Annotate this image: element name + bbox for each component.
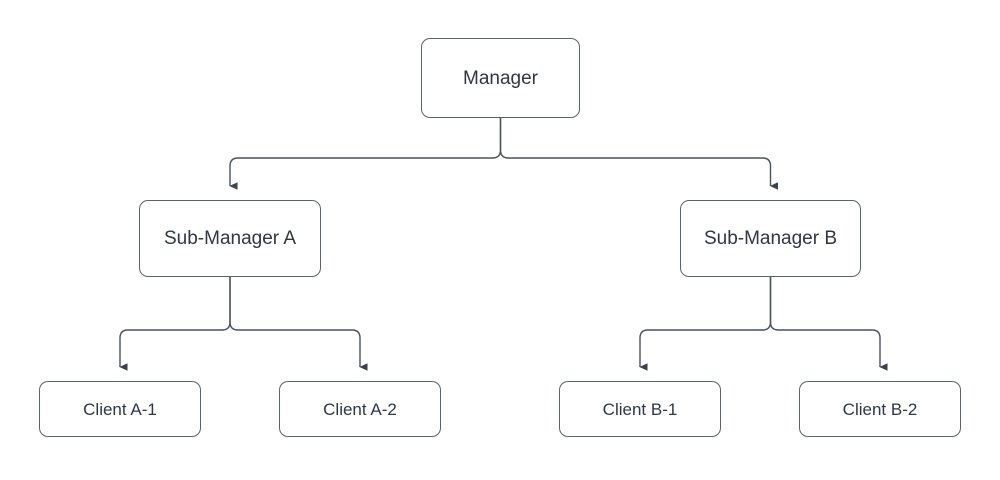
node-client-a2-label: Client A-2 <box>323 399 397 419</box>
node-client-a1[interactable]: Client A-1 <box>39 381 201 437</box>
edge-sub-a-to-client-a1 <box>119 277 231 371</box>
edge-manager-to-sub-a <box>229 118 502 190</box>
node-client-b1-label: Client B-1 <box>602 399 678 419</box>
node-client-b2[interactable]: Client B-2 <box>799 381 961 437</box>
node-sub-manager-b-label: Sub-Manager B <box>703 228 838 249</box>
node-client-b2-label: Client B-2 <box>842 399 918 419</box>
node-client-a2[interactable]: Client A-2 <box>279 381 441 437</box>
node-sub-manager-b[interactable]: Sub-Manager B <box>680 200 861 277</box>
node-sub-manager-a-label: Sub-Manager A <box>163 228 297 249</box>
edge-sub-b-to-client-b2 <box>769 277 888 371</box>
edge-sub-b-to-client-b1 <box>639 277 772 371</box>
node-client-a1-label: Client A-1 <box>83 399 157 419</box>
node-manager[interactable]: Manager <box>421 38 580 118</box>
edge-sub-a-to-client-a2 <box>229 277 368 371</box>
edge-manager-to-sub-b <box>499 118 779 190</box>
node-manager-label: Manager <box>463 67 538 89</box>
node-client-b1[interactable]: Client B-1 <box>559 381 721 437</box>
node-sub-manager-a[interactable]: Sub-Manager A <box>139 200 321 277</box>
